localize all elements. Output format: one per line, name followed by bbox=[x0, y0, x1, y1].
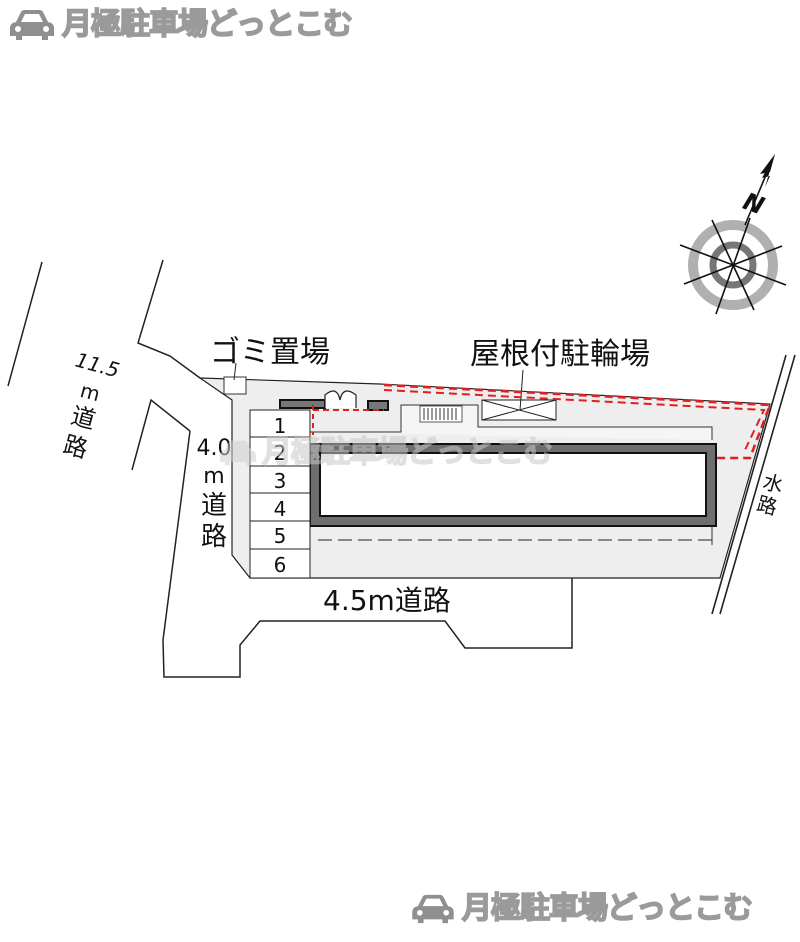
gate bbox=[324, 390, 357, 408]
road-11-5-edge-right bbox=[137, 259, 201, 379]
watermark: 月極駐車場どっとこむ bbox=[218, 435, 554, 470]
compass-north-label: N bbox=[739, 187, 767, 220]
garbage-area-label: ゴミ置場 bbox=[210, 335, 330, 370]
parking-space-5: 5 bbox=[274, 524, 287, 548]
parking-space-3: 3 bbox=[274, 469, 287, 493]
wall-segment bbox=[279, 399, 326, 409]
svg-text:11.5: 11.5 bbox=[73, 348, 122, 383]
svg-text:路: 路 bbox=[754, 491, 780, 519]
parking-space-4: 4 bbox=[274, 497, 287, 521]
svg-text:道: 道 bbox=[201, 491, 227, 521]
garbage-box bbox=[223, 376, 247, 395]
svg-text:m: m bbox=[78, 378, 103, 406]
car-icon bbox=[10, 10, 54, 40]
site-logo-bottom: 月極駐車場どっとこむ bbox=[410, 891, 754, 926]
car-icon bbox=[412, 894, 454, 924]
road-11-5-label: 11.5 m 道 路 bbox=[60, 348, 122, 464]
watermark-text: 月極駐車場どっとこむ bbox=[261, 435, 553, 470]
svg-text:m: m bbox=[203, 464, 224, 489]
bicycle-parking-label: 屋根付駐輪場 bbox=[470, 337, 650, 372]
north-arrow-compass-icon: N bbox=[679, 154, 787, 315]
parking-space-2: 2 bbox=[274, 441, 287, 465]
parking-space-6: 6 bbox=[274, 553, 287, 577]
svg-text:道: 道 bbox=[68, 402, 98, 435]
parking-spaces-grid bbox=[249, 409, 311, 579]
road-11-5-edge-left bbox=[7, 261, 43, 387]
svg-text:路: 路 bbox=[201, 522, 227, 552]
site-name-bottom: 月極駐車場どっとこむ bbox=[461, 891, 754, 926]
boundary-outer bbox=[383, 383, 772, 460]
parking-space-1: 1 bbox=[274, 414, 287, 438]
svg-text:路: 路 bbox=[60, 431, 90, 464]
site-name: 月極駐車場どっとこむ bbox=[61, 7, 354, 42]
road-4-5-label: 4.5m道路 bbox=[323, 584, 451, 617]
road-outline bbox=[162, 430, 573, 678]
site-logo-top: 月極駐車場どっとこむ bbox=[8, 7, 354, 42]
car-icon bbox=[219, 440, 257, 466]
waterway-line bbox=[711, 354, 787, 615]
